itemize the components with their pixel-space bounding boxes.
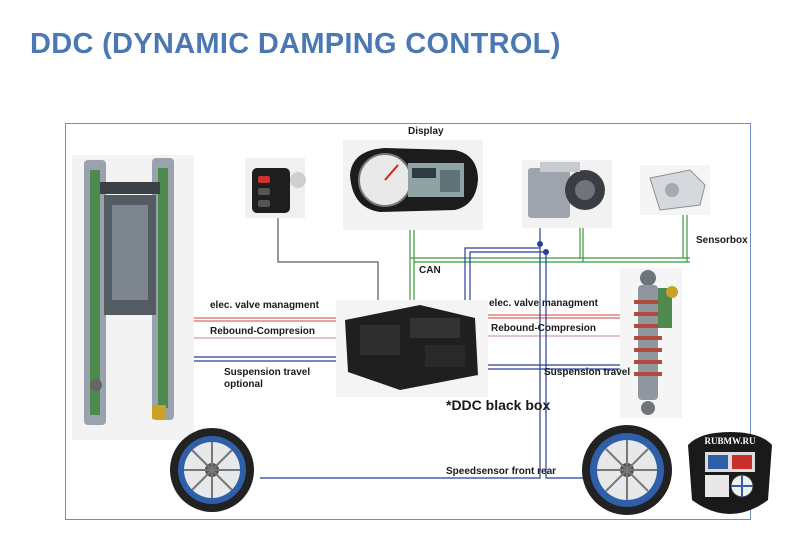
- label-can: CAN: [419, 265, 441, 276]
- logo-text: RUBMW.RU: [705, 436, 756, 446]
- page-title: DDC (DYNAMIC DAMPING CONTROL): [30, 28, 561, 60]
- rubmw-logo: RUBMW.RU: [688, 432, 772, 514]
- switch-cable: [277, 215, 379, 300]
- rear-wheel-image: [582, 425, 672, 515]
- sensorbox-image: [640, 165, 710, 215]
- label-suspension-left: Suspension travel: [224, 367, 311, 378]
- ddc-black-box-image: [336, 300, 488, 397]
- rear-shock-image: [620, 268, 682, 418]
- can-bus-lines: [409, 210, 690, 300]
- junction-dot: [543, 249, 549, 255]
- display-image: [343, 140, 483, 230]
- label-valve-left: elec. valve managment: [210, 300, 319, 311]
- junction-dot: [537, 241, 543, 247]
- label-rebound-right: Rebound-Compresion: [491, 323, 596, 334]
- abs-unit-image: [522, 160, 612, 228]
- diagram-frame: [65, 123, 751, 520]
- label-suspension-right: Suspension travel: [544, 367, 631, 378]
- label-display: Display: [408, 126, 444, 137]
- rebound-lines: [178, 335, 632, 339]
- label-speedsensor: Speedsensor front rear: [446, 466, 557, 477]
- label-ddc-black-box: *DDC black box: [446, 397, 551, 413]
- label-suspension-optional: optional: [224, 379, 263, 390]
- label-rebound-left: Rebound-Compresion: [210, 326, 315, 337]
- front-wheel-image: [170, 428, 254, 512]
- front-fork-image: [72, 155, 194, 440]
- label-sensorbox: Sensorbox: [696, 235, 748, 246]
- label-valve-right: elec. valve managment: [489, 298, 598, 309]
- valve-lines: [178, 314, 632, 322]
- handlebar-switch-image: [245, 158, 306, 218]
